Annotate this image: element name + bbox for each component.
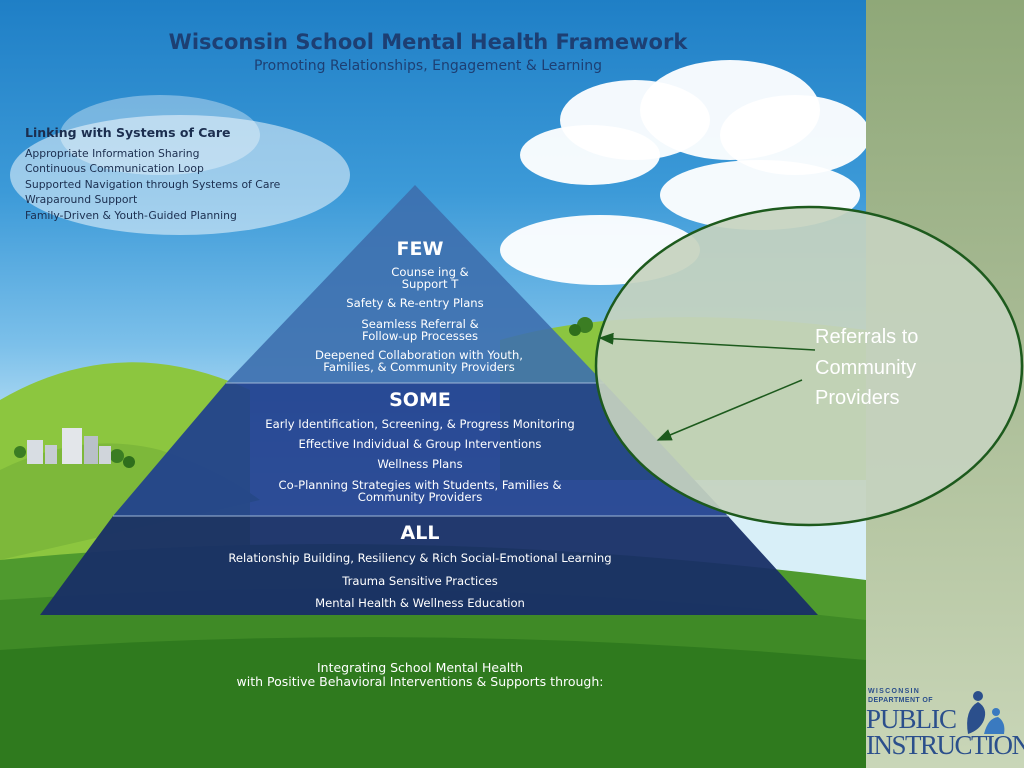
tier-some-item: Effective Individual & Group Interventio…: [298, 437, 542, 451]
dpi-logo: WISCONSIN DEPARTMENT OF PUBLIC INSTRUCTI…: [866, 688, 1024, 764]
pyramid-tier-some: [113, 383, 728, 516]
cloud: [520, 125, 660, 185]
tier-all-heading: ALL: [400, 522, 440, 544]
poster-title: Wisconsin School Mental Health Framework: [168, 30, 688, 54]
tier-some-item: Wellness Plans: [377, 457, 463, 471]
linking-heading: Linking with Systems of Care: [25, 125, 231, 140]
tier-few-item: Safety & Re-entry Plans: [346, 296, 484, 310]
linking-item: Appropriate Information Sharing: [25, 147, 200, 160]
callout-arrow-lower: [656, 379, 803, 441]
cloud: [10, 115, 350, 235]
pyramid-tier-all: [40, 516, 818, 615]
linking-item: Family-Driven & Youth-Guided Planning: [25, 208, 237, 222]
tier-few-item: Seamless Referral & Follow-up Processes: [361, 317, 479, 343]
logo-line-public: PUBLIC: [866, 704, 957, 734]
poster-subtitle: Promoting Relationships, Engagement & Le…: [253, 58, 603, 74]
tier-few-item: Counse ing & Support T: [391, 265, 469, 291]
callout-ellipse: [594, 205, 1024, 527]
tier-some-item: Early Identification, Screening, & Progr…: [265, 417, 575, 431]
tier-all-item: Trauma Sensitive Practices: [342, 574, 498, 588]
tiered-pyramid: [40, 185, 818, 615]
linking-item: Wraparound Support: [25, 193, 138, 207]
logo-figure-icon: [967, 691, 1005, 734]
tier-all-item: Mental Health & Wellness Education: [315, 596, 525, 610]
framework-poster: Wisconsin School Mental Health Framework…: [0, 0, 866, 768]
bottom-caption: Integrating School Mental Health with Po…: [236, 660, 604, 689]
logo-line-department: DEPARTMENT OF: [868, 697, 933, 704]
callout-text: Referrals to Community Providers: [815, 326, 919, 409]
logo-line-wisconsin: WISCONSIN: [868, 688, 921, 695]
tier-few-heading: FEW: [396, 238, 444, 260]
linking-systems-of-care: Linking with Systems of Care Appropriate…: [25, 125, 280, 223]
linking-item: Continuous Communication Loop: [25, 162, 204, 176]
pyramid-tier-few: [226, 185, 604, 383]
tier-all-item: Relationship Building, Resiliency & Rich…: [228, 551, 612, 565]
tier-some-item: Co-Planning Strategies with Students, Fa…: [278, 478, 562, 504]
linking-item: Supported Navigation through Systems of …: [25, 177, 281, 191]
cloud: [60, 95, 260, 175]
logo-line-instruction: INSTRUCTION: [866, 730, 1024, 760]
tier-few-item: Deepened Collaboration with Youth, Famil…: [314, 348, 523, 374]
tier-some-heading: SOME: [389, 389, 451, 411]
callout-arrow-upper: [598, 332, 816, 351]
